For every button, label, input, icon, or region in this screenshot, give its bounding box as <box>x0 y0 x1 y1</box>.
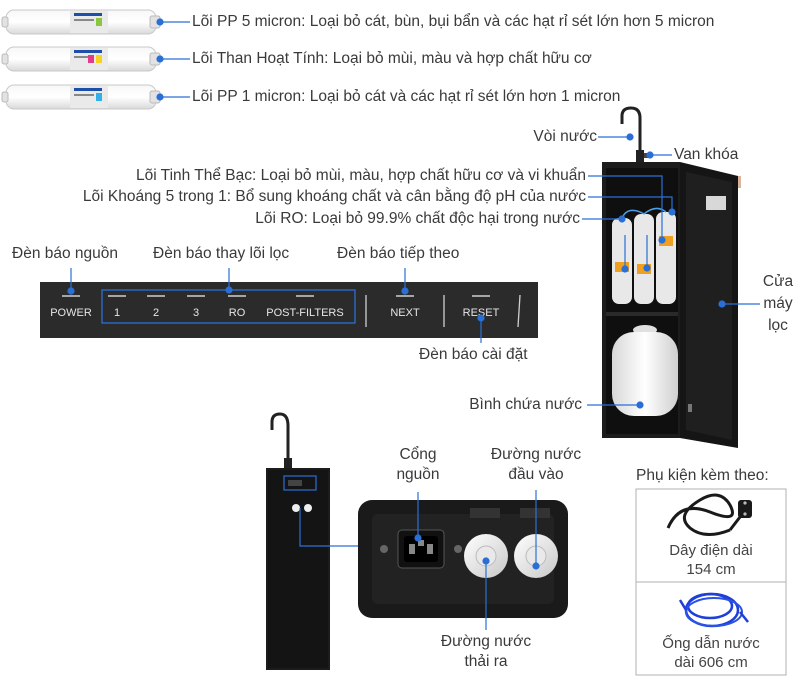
reset-button-text: RESET <box>463 307 500 319</box>
rear-view-machine <box>266 412 358 670</box>
water-hose-label: Ống dẫn nước dài 606 cm <box>662 635 760 671</box>
filter-cartridge-pp1 <box>1 84 161 110</box>
valve-label: Van khóa <box>674 146 739 163</box>
power-cable-label: Dây điện dài 154 cm <box>669 542 753 578</box>
panel-leader-lines <box>67 268 485 343</box>
power-port-label: Cổng nguồn <box>396 446 440 483</box>
next-light-label: Đèn báo tiếp theo <box>337 245 460 262</box>
inlet-label: Đường nước đầu vào <box>490 446 582 483</box>
filter1-button-text: 1 <box>114 307 120 319</box>
accessories-title: Phụ kiện kèm theo: <box>636 467 769 484</box>
filter-label-carbon: Lõi Than Hoạt Tính: Loại bỏ mùi, màu và … <box>192 50 592 67</box>
filter-cartridge-pp5 <box>1 9 161 35</box>
next-button-text: NEXT <box>390 307 420 319</box>
filter-label-pp5: Lõi PP 5 micron: Loại bỏ cát, bùn, bụi b… <box>192 13 715 30</box>
filter3-button-text: 3 <box>193 307 199 319</box>
mineral-core-label: Lõi Khoáng 5 trong 1: Bổ sung khoáng chấ… <box>82 188 586 205</box>
silver-core-label: Lõi Tinh Thể Bạc: Loại bỏ mùi, màu, hợp … <box>135 167 586 184</box>
tank-label: Bình chứa nước <box>469 396 582 413</box>
control-panel <box>40 282 538 338</box>
filter-leader-lines <box>156 18 190 101</box>
filter2-button-text: 2 <box>153 307 159 319</box>
outlet-label: Đường nước thải ra <box>440 633 532 670</box>
water-purifier-machine <box>602 106 741 448</box>
door-label: Cửa máy lọc <box>762 273 794 334</box>
post-filters-button-text: POST-FILTERS <box>266 307 343 319</box>
accessories-box <box>635 488 787 676</box>
filter-label-pp1: Lõi PP 1 micron: Loại bỏ cát và các hạt … <box>192 88 621 105</box>
filter-cartridge-carbon <box>1 46 161 72</box>
faucet-label: Vòi nước <box>533 128 597 145</box>
ro-button-text: RO <box>229 307 246 319</box>
replace-light-label: Đèn báo thay lõi lọc <box>153 245 290 262</box>
rear-leader-lines <box>414 490 540 630</box>
ro-core-label: Lõi RO: Loại bỏ 99.9% chất độc hại trong… <box>255 210 580 227</box>
power-cable-image <box>666 493 752 536</box>
water-hose-image <box>678 592 749 628</box>
power-light-label: Đèn báo nguồn <box>12 245 119 262</box>
reset-light-label: Đèn báo cài đặt <box>419 346 528 363</box>
machine-leader-lines <box>582 133 760 409</box>
power-button-text: POWER <box>50 307 92 319</box>
